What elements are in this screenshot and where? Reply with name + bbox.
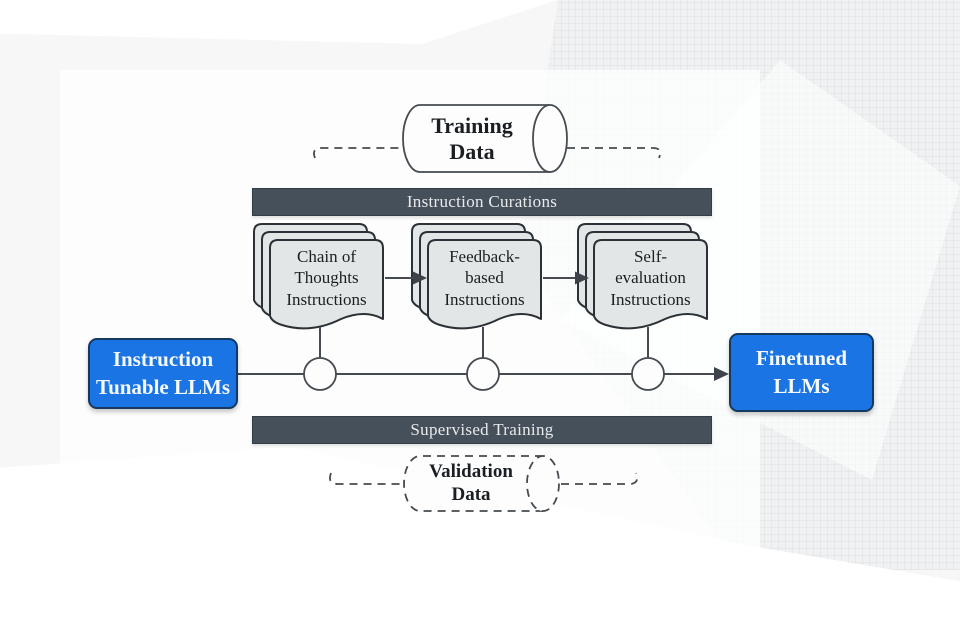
validation-data-label: Validation Data xyxy=(429,460,513,505)
arrowhead-icon xyxy=(714,367,729,381)
validation-cylinder-body xyxy=(404,456,543,511)
junction-node-3 xyxy=(631,357,665,391)
arrow-stack1-to-stack2 xyxy=(385,271,427,285)
finetuned-llms-box: Finetuned LLMs xyxy=(729,333,874,412)
dashed-connector-bottom-right xyxy=(561,472,638,485)
stack-label-feedback-based: Feedback- based Instructions xyxy=(444,246,525,309)
junction-node-2 xyxy=(466,357,500,391)
arrowhead-icon xyxy=(413,271,427,285)
page-front xyxy=(269,239,384,330)
stack-label-chain-of-thoughts: Chain of Thoughts Instructions xyxy=(286,246,367,309)
dashed-connector-top-right xyxy=(567,147,662,159)
main-flow xyxy=(238,327,729,391)
training-data-label: Training Data xyxy=(431,112,513,164)
training-data-cylinder-outline xyxy=(402,104,550,173)
stack-chain-of-thoughts xyxy=(253,223,384,330)
stack-label-self-evaluation: Self- evaluation Instructions xyxy=(610,246,691,309)
training-data-cylinder-cap xyxy=(532,104,568,173)
stack-self-evaluation xyxy=(577,223,708,330)
supervised-training-bar: Supervised Training xyxy=(252,416,712,444)
dashed-connector-top-left xyxy=(313,147,403,159)
page-front xyxy=(427,239,542,330)
arrow-stack2-to-stack3 xyxy=(543,271,589,285)
dashed-connector-bottom-left xyxy=(329,472,402,485)
validation-cylinder-cap xyxy=(526,455,560,512)
instruction-curations-bar: Instruction Curations xyxy=(252,188,712,216)
page-front xyxy=(593,239,708,330)
arrowhead-icon xyxy=(575,271,589,285)
validation-cylinder-outline xyxy=(403,455,543,512)
instruction-tunable-llms-box: Instruction Tunable LLMs xyxy=(88,338,238,409)
junction-node-1 xyxy=(303,357,337,391)
stack-feedback-based xyxy=(411,223,542,330)
training-data-cylinder-body xyxy=(403,105,550,172)
